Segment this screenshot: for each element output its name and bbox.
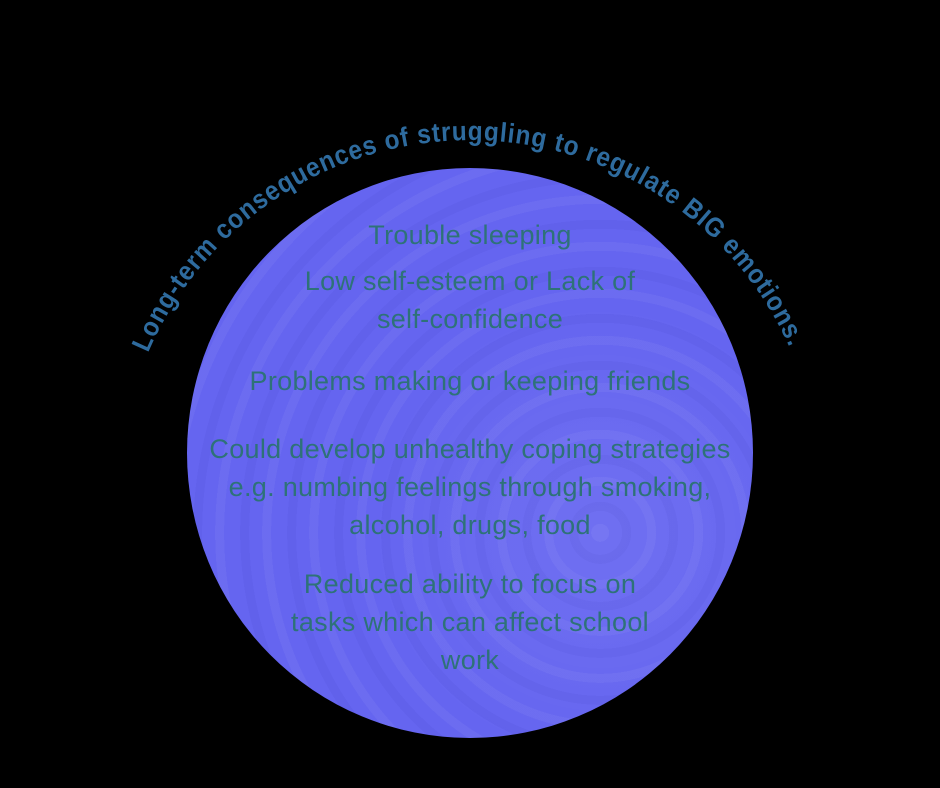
consequence-line: Could develop unhealthy coping strategie… bbox=[209, 434, 731, 464]
consequence-line: Trouble sleeping bbox=[368, 220, 572, 250]
consequence-focus: Reduced ability to focus on tasks which … bbox=[187, 565, 753, 679]
consequence-line: Low self-esteem or Lack of bbox=[304, 266, 636, 296]
consequence-coping-strategies: Could develop unhealthy coping strategie… bbox=[187, 430, 753, 544]
emotions-circle bbox=[187, 168, 753, 738]
consequence-trouble-sleeping: Trouble sleeping bbox=[187, 216, 753, 254]
consequence-line: Reduced ability to focus on bbox=[303, 569, 637, 599]
consequence-line: work bbox=[440, 645, 500, 675]
consequence-line: Problems making or keeping friends bbox=[249, 366, 691, 396]
consequence-line: alcohol, drugs, food bbox=[349, 510, 591, 540]
consequence-friends: Problems making or keeping friends bbox=[187, 362, 753, 400]
consequence-line: self-confidence bbox=[376, 304, 564, 334]
consequence-line: e.g. numbing feelings through smoking, bbox=[228, 472, 712, 502]
consequence-self-esteem: Low self-esteem or Lack of self-confiden… bbox=[187, 262, 753, 338]
consequence-line: tasks which can affect school bbox=[291, 607, 649, 637]
